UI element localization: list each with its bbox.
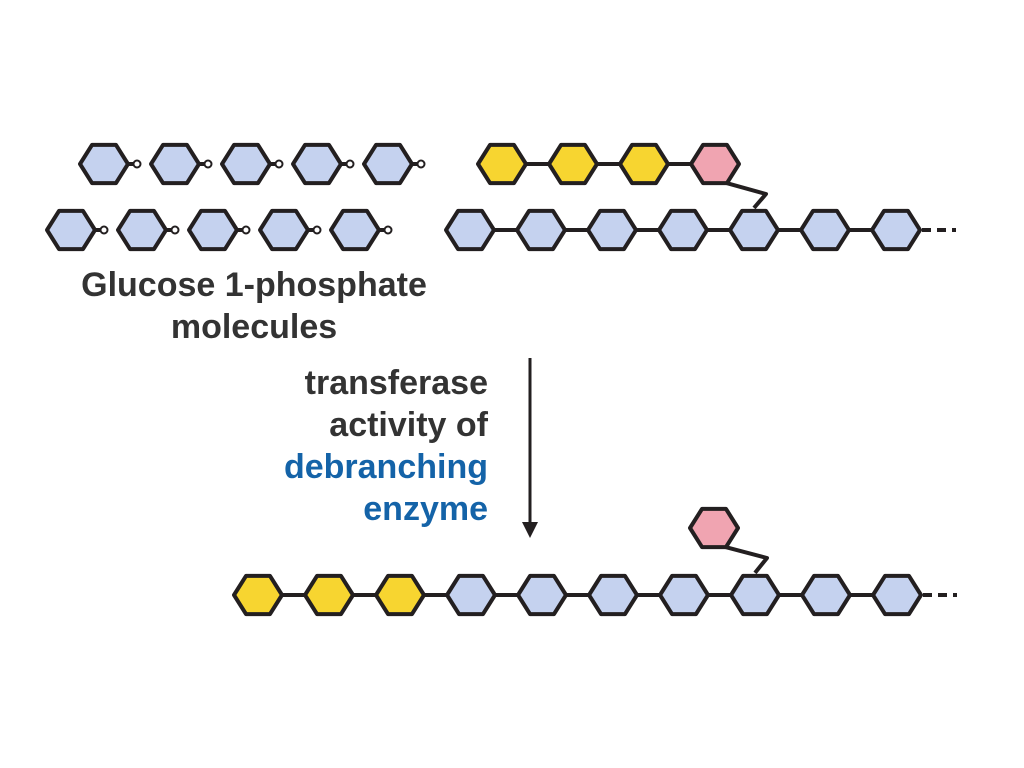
main-chain-unit-2-glucose bbox=[515, 208, 567, 252]
main-chain-unit-1-transferred bbox=[232, 573, 284, 617]
phosphate-group bbox=[345, 159, 355, 169]
main-chain-unit-1-glucose bbox=[444, 208, 496, 252]
enzyme-label-line1: transferase bbox=[304, 364, 488, 402]
glucose-1-phosphate-row2-1 bbox=[45, 208, 97, 252]
phosphate-group bbox=[132, 159, 142, 169]
g1p-label-line1: Glucose 1-phosphate bbox=[81, 266, 427, 304]
glucose-1-phosphate-row2-5 bbox=[329, 208, 381, 252]
phosphate-group bbox=[383, 225, 393, 235]
phosphate-group bbox=[99, 225, 109, 235]
branch-unit-1-branch bbox=[688, 506, 740, 550]
branch-unit-2-transferred bbox=[547, 142, 599, 186]
enzyme-label-line3: debranching bbox=[283, 448, 488, 486]
phosphate-group bbox=[416, 159, 426, 169]
reaction-arrow bbox=[522, 358, 538, 538]
phosphate-group bbox=[241, 225, 251, 235]
main-chain-unit-7-glucose bbox=[658, 573, 710, 617]
glucose-1-phosphate-row1-1 bbox=[78, 142, 130, 186]
main-chain-unit-5-glucose bbox=[728, 208, 780, 252]
glycogen-after bbox=[232, 506, 957, 617]
g1p-label-line2: molecules bbox=[170, 308, 338, 346]
phosphate-group bbox=[312, 225, 322, 235]
main-chain-unit-6-glucose bbox=[587, 573, 639, 617]
glucose-1-phosphate-row2-2 bbox=[116, 208, 168, 252]
glycogen-before bbox=[444, 142, 956, 252]
main-chain-unit-2-transferred bbox=[303, 573, 355, 617]
glucose-1-phosphate-row2-3 bbox=[187, 208, 239, 252]
phosphate-group bbox=[274, 159, 284, 169]
phosphate-group bbox=[203, 159, 213, 169]
phosphate-group bbox=[170, 225, 180, 235]
main-chain-unit-10-glucose bbox=[871, 573, 923, 617]
glucose-1-phosphate-row1-2 bbox=[149, 142, 201, 186]
main-chain-unit-8-glucose bbox=[729, 573, 781, 617]
main-chain-unit-5-glucose bbox=[516, 573, 568, 617]
alpha-1-6-branch-link bbox=[726, 181, 768, 210]
main-chain-unit-3-glucose bbox=[586, 208, 638, 252]
glucose-1-phosphate-row2-4 bbox=[258, 208, 310, 252]
enzyme-label: transferase activity of debranching enzy… bbox=[284, 362, 488, 530]
branch-unit-4-branch bbox=[689, 142, 741, 186]
main-chain-unit-6-glucose bbox=[799, 208, 851, 252]
main-chain-unit-7-glucose bbox=[870, 208, 922, 252]
main-chain-unit-4-glucose bbox=[657, 208, 709, 252]
enzyme-label-line2: activity of bbox=[329, 406, 488, 444]
free-glucose-1-phosphate-group bbox=[45, 142, 426, 252]
main-chain-unit-4-glucose bbox=[445, 573, 497, 617]
enzyme-label-line4: enzyme bbox=[363, 490, 488, 528]
glucose-1-phosphate-label: Glucose 1-phosphate molecules bbox=[40, 264, 468, 348]
glucose-1-phosphate-row1-4 bbox=[291, 142, 343, 186]
branch-unit-3-transferred bbox=[618, 142, 670, 186]
glucose-1-phosphate-row1-3 bbox=[220, 142, 272, 186]
main-chain-unit-3-transferred bbox=[374, 573, 426, 617]
alpha-1-6-branch-link bbox=[725, 545, 769, 575]
branch-unit-1-transferred bbox=[476, 142, 528, 186]
glucose-1-phosphate-row1-5 bbox=[362, 142, 414, 186]
main-chain-unit-9-glucose bbox=[800, 573, 852, 617]
